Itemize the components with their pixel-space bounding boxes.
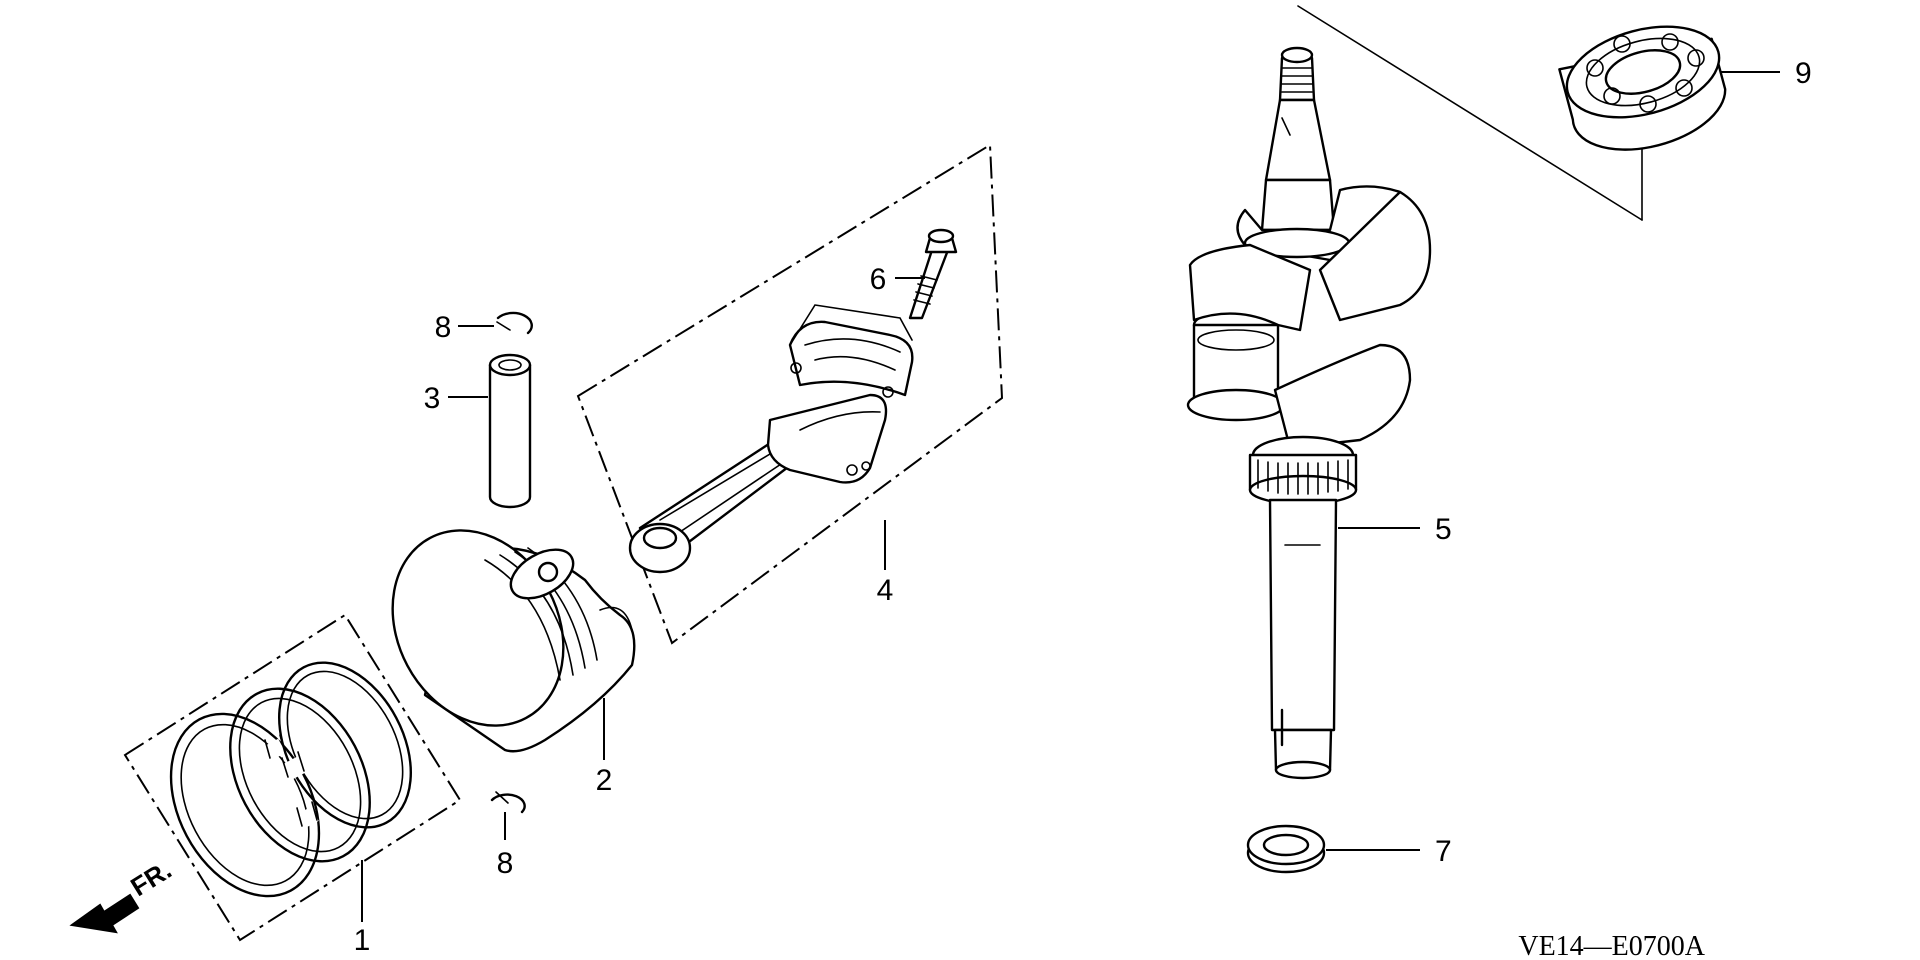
callout-2: 2 — [596, 764, 613, 797]
ring-set-group-box — [123, 613, 462, 942]
ball-bearing — [1558, 25, 1727, 151]
callout-8-upper: 8 — [435, 311, 452, 344]
connecting-rod-bolt — [908, 228, 958, 320]
front-direction-arrow: FR. — [69, 854, 177, 934]
crankshaft — [1186, 46, 1432, 780]
callout-1: 1 — [354, 924, 371, 957]
piston-pin — [488, 353, 532, 509]
callout-7: 7 — [1435, 835, 1452, 868]
arrow-left-icon — [69, 893, 140, 934]
connecting-rod — [628, 304, 914, 574]
callout-9: 9 — [1795, 57, 1812, 90]
piston-pin-clip-upper — [496, 311, 533, 335]
callout-4: 4 — [877, 574, 894, 607]
callout-6: 6 — [870, 263, 887, 296]
callout-3: 3 — [424, 382, 441, 415]
callout-5: 5 — [1435, 513, 1452, 546]
piston — [391, 529, 636, 753]
piston-ring-set — [123, 613, 462, 942]
drawing-code: VE14—E0700A — [1518, 931, 1705, 960]
piston-pin-clip-lower — [490, 791, 526, 814]
front-label: FR. — [125, 854, 176, 902]
callout-8-lower: 8 — [497, 847, 514, 880]
bearing-reference-line-top — [1297, 5, 1643, 221]
thrust-washer — [1246, 824, 1326, 874]
